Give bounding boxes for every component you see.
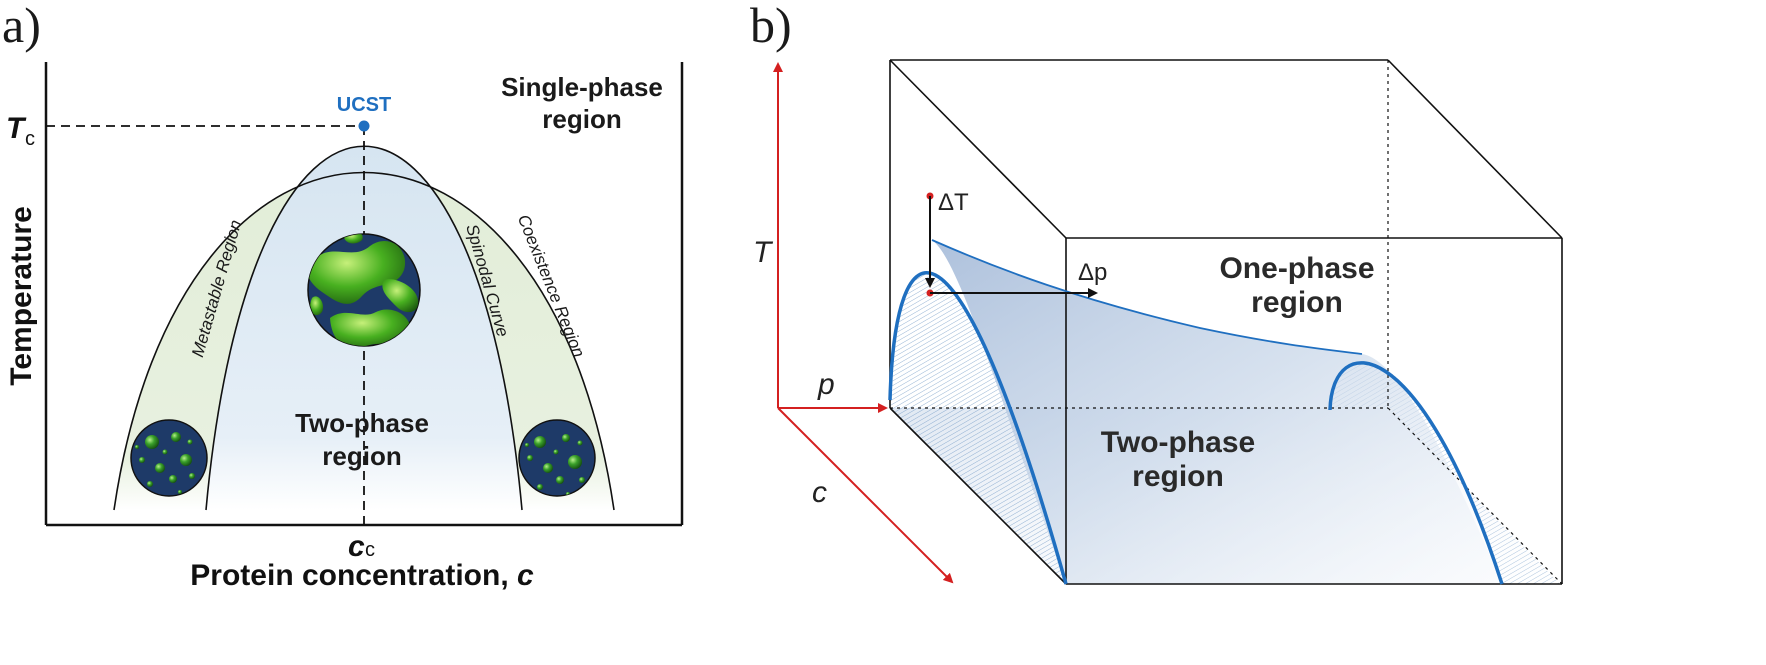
axis-p-label: p xyxy=(817,368,835,401)
cc-subscript: c xyxy=(365,539,375,561)
two-phase-b-label-line2: region xyxy=(1132,460,1224,493)
right-dome-curve xyxy=(1328,361,1504,585)
cc-label: c c xyxy=(348,530,375,563)
tc-label: T c xyxy=(6,112,35,150)
x-axis-title: Protein concentration, c xyxy=(190,559,534,592)
axis-c-label: c xyxy=(812,476,827,509)
two-phase-b-label-line1: Two-phase xyxy=(1101,426,1255,459)
right-dome-hatch xyxy=(1330,362,1560,584)
tc-symbol: T xyxy=(6,112,27,145)
binodal-ridge xyxy=(931,239,1363,355)
ucst-label: UCST xyxy=(337,94,391,116)
phase-box-hidden-edges xyxy=(890,60,1563,585)
binodal-surface xyxy=(932,240,1502,584)
two-phase-label-line2: region xyxy=(322,441,401,471)
one-phase-label-line2: region xyxy=(1251,286,1343,319)
x-axis-title-var: c xyxy=(517,559,534,592)
left-dome-curve xyxy=(888,271,1068,585)
panel-b-label: b) xyxy=(750,0,792,53)
nucleation-droplets-right xyxy=(518,419,596,497)
left-dome-hatch xyxy=(890,272,1066,584)
ucst-point xyxy=(358,120,370,132)
two-phase-label-line1: Two-phase xyxy=(295,408,429,438)
y-axis-title: Temperature xyxy=(5,206,38,386)
single-phase-label-line2: region xyxy=(542,104,621,134)
nucleation-droplets-left xyxy=(130,419,208,497)
phase-box xyxy=(889,59,1563,585)
panel-a: a) UCST T c c c Temperature Pro xyxy=(2,0,684,592)
delta-T-label: ΔT xyxy=(938,189,969,216)
delta-T-text: ΔT xyxy=(938,189,969,216)
axis-T-label: T xyxy=(753,236,774,269)
x-axis-title-main: Protein concentration, xyxy=(190,559,517,592)
panel-b: b) xyxy=(750,0,1563,585)
panel-a-label: a) xyxy=(2,0,41,53)
spinodal-decomposition-circle xyxy=(307,233,421,347)
delta-p-label: Δp xyxy=(1078,259,1107,286)
one-phase-label-line1: One-phase xyxy=(1219,252,1374,285)
axis-c-arrow xyxy=(777,407,954,584)
tc-subscript: c xyxy=(25,128,35,150)
cc-symbol: c xyxy=(348,530,365,563)
single-phase-label-line1: Single-phase xyxy=(501,72,663,102)
